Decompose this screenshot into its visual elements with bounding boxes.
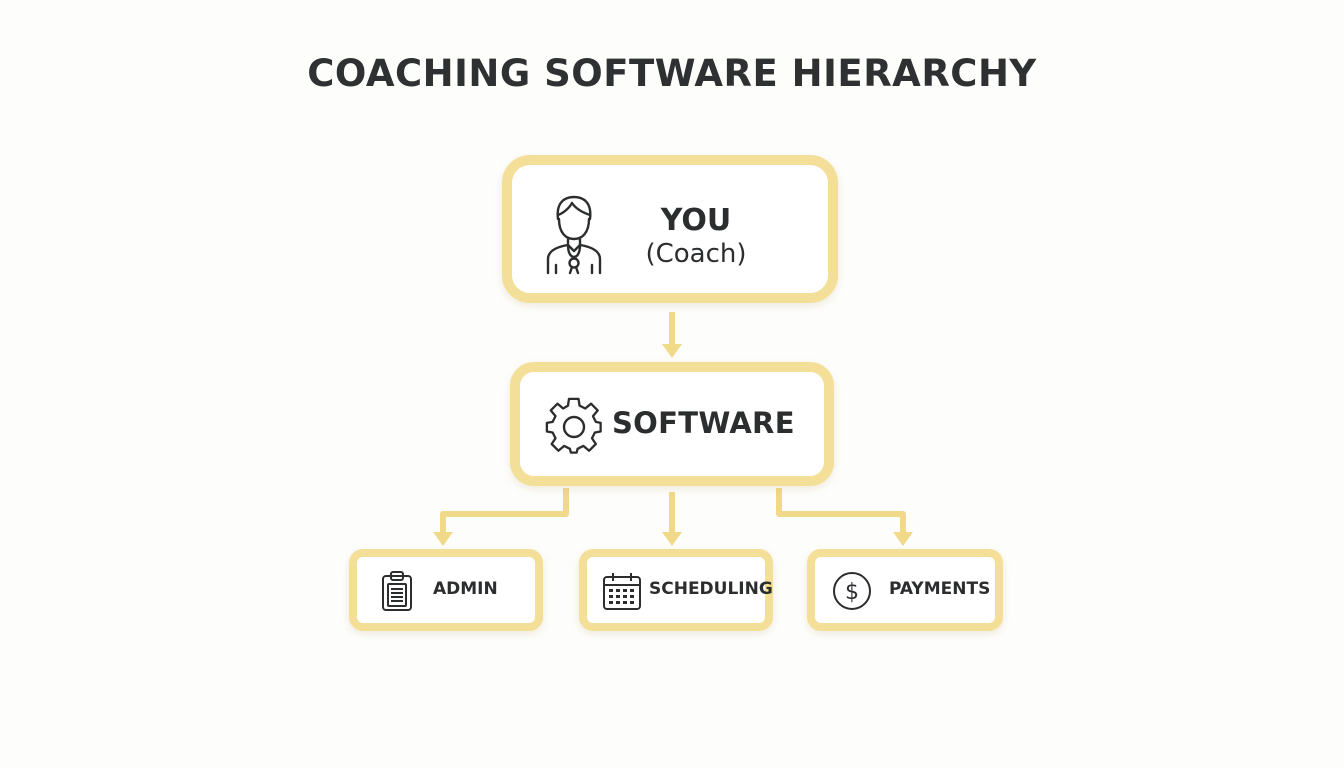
dollar-circle-icon: $ [831, 570, 873, 612]
node-coach: YOU (Coach) [502, 155, 838, 303]
arrowhead-admin [433, 532, 453, 546]
node-software-label: SOFTWARE [612, 406, 795, 440]
calendar-icon [601, 570, 643, 612]
arrowhead-software [662, 344, 682, 358]
edge-software-payments [776, 488, 906, 534]
node-software: SOFTWARE [510, 362, 834, 486]
node-payments: $ PAYMENTS [807, 549, 1003, 631]
diagram-title: COACHING SOFTWARE HIERARCHY [307, 52, 1037, 95]
node-scheduling-label: SCHEDULING [649, 579, 773, 599]
gear-icon [544, 396, 604, 456]
arrowhead-payments [893, 532, 913, 546]
node-coach-subtitle: (Coach) [645, 239, 747, 269]
svg-text:$: $ [845, 580, 859, 605]
node-coach-title: YOU [660, 203, 732, 238]
node-admin-label: ADMIN [433, 579, 498, 599]
clipboard-icon [377, 570, 417, 614]
node-scheduling: SCHEDULING [579, 549, 773, 631]
arrowhead-scheduling [662, 532, 682, 546]
coach-whistle-person-icon [542, 193, 606, 275]
node-admin: ADMIN [349, 549, 543, 631]
edge-software-admin [440, 488, 569, 534]
node-payments-label: PAYMENTS [889, 579, 991, 599]
